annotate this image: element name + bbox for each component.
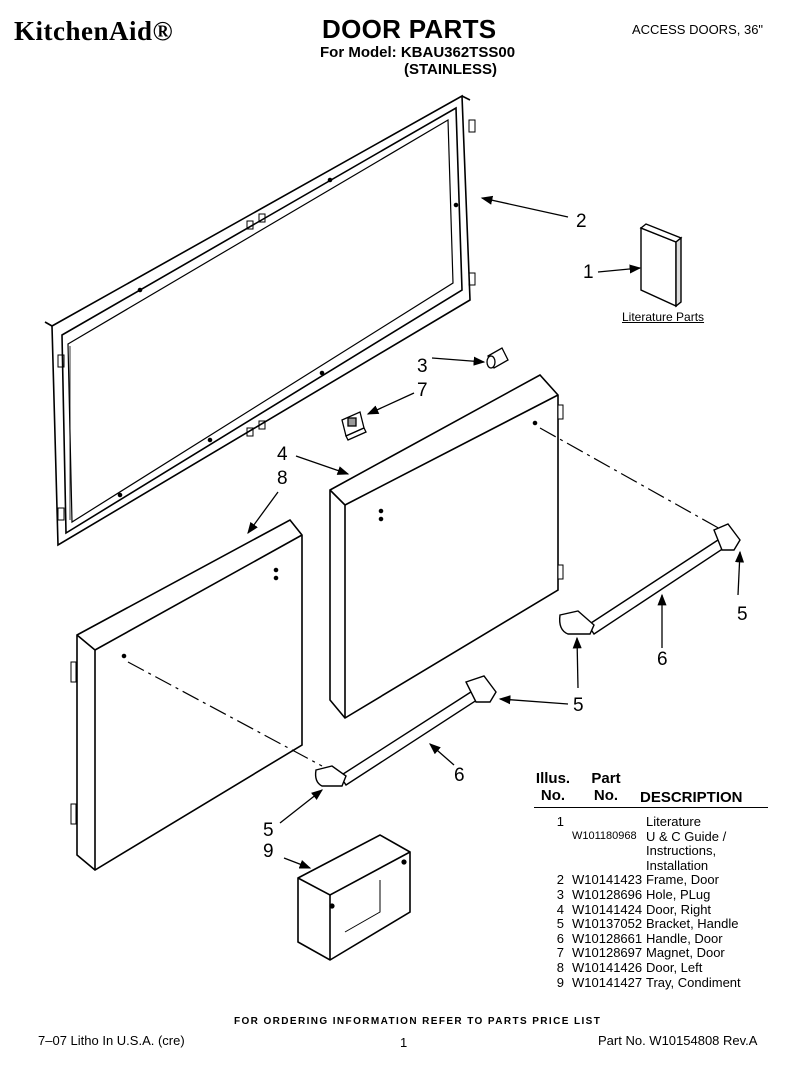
header-part-top: Part: [591, 770, 621, 787]
header-description: DESCRIPTION: [640, 789, 743, 806]
callout-arrows: [247, 195, 745, 869]
header-illus-no: Illus. No.: [534, 770, 572, 804]
part-no-cell: W10141427: [572, 974, 643, 990]
callout-1: 1: [583, 262, 594, 283]
part-no-cell: W10141423: [572, 872, 643, 888]
header-part-no: Part No.: [586, 770, 626, 804]
description-cell: Frame, Door: [646, 872, 719, 888]
literature-parts-label: Literature Parts: [622, 310, 705, 324]
description-cell: Handle, Door: [646, 930, 723, 946]
callout-3: 3: [417, 356, 428, 377]
left-handle-drawing: [314, 675, 497, 787]
description-cell: U & C Guide /: [646, 828, 727, 844]
installation-dash-lines: [127, 427, 723, 767]
right-door-drawing: [329, 373, 564, 720]
header-part-bottom: No.: [593, 787, 619, 804]
description-cell: Door, Left: [646, 960, 703, 975]
right-handle-drawing: [558, 523, 741, 635]
part-no-cell: W10128697: [572, 945, 643, 961]
illus-no-cell: 6: [556, 930, 564, 946]
part-no-cell: W10128661: [572, 930, 643, 946]
hole-plug-drawing: [486, 347, 509, 369]
description-cell: Hole, PLug: [646, 887, 711, 902]
callout-5-right-top: 5: [737, 604, 748, 625]
description-cell: Instructions,: [646, 843, 717, 859]
part-no-cell: W10137052: [572, 916, 643, 932]
illus-no-cell: 2: [556, 872, 564, 888]
page-title: DOOR PARTS: [322, 14, 497, 44]
finish-line: (STAINLESS): [404, 61, 498, 78]
part-no-cell: W10128696: [572, 887, 643, 902]
description-cell: Installation: [646, 857, 709, 873]
part-no-cell: W10141426: [572, 960, 643, 975]
illus-no-cell: 3: [556, 887, 564, 902]
callout-4: 4: [277, 444, 288, 465]
description-cell: Bracket, Handle: [646, 916, 739, 932]
model-line: For Model: KBAU362TSS00: [320, 44, 516, 61]
header-illus-bottom: No.: [540, 787, 566, 804]
callout-5-right-bottom: 5: [573, 695, 584, 716]
illus-no-cell: 4: [556, 901, 564, 917]
document-part-number: Part No. W10154808 Rev.A: [598, 1033, 758, 1048]
illus-no-cell: 9: [556, 974, 564, 990]
condiment-tray-drawing: [297, 834, 411, 961]
callout-6-left: 6: [454, 765, 465, 786]
callout-6-right: 6: [657, 649, 668, 670]
callout-7: 7: [417, 380, 428, 401]
description-cell: Literature: [646, 814, 701, 829]
part-no-cell: W10141424: [572, 901, 643, 917]
illus-no-cell: 8: [556, 960, 564, 975]
door-magnet-drawing: [341, 411, 367, 441]
illus-no-cell: 5: [556, 916, 564, 932]
illus-no-cell: 7: [556, 945, 564, 961]
part-no-cell: W101180968: [572, 829, 637, 842]
description-cell: Tray, Condiment: [646, 974, 741, 990]
callout-2: 2: [576, 211, 587, 232]
litho-line: 7–07 Litho In U.S.A. (cre): [38, 1033, 185, 1048]
description-cell: Magnet, Door: [646, 945, 725, 961]
callout-5-left: 5: [263, 820, 274, 841]
page-number: 1: [400, 1035, 408, 1050]
illus-no-cell: 1: [556, 814, 564, 829]
literature-booklet-drawing: [639, 223, 683, 308]
brand-logo: KitchenAid®: [14, 16, 174, 46]
header-rule: [534, 807, 768, 808]
description-cell: Door, Right: [646, 901, 712, 917]
section-label: ACCESS DOORS, 36": [632, 22, 764, 37]
header-illus-top: Illus.: [535, 770, 571, 787]
callout-9: 9: [263, 841, 274, 862]
callout-8: 8: [277, 468, 288, 489]
ordering-note: FOR ORDERING INFORMATION REFER TO PARTS …: [234, 1016, 602, 1027]
left-door-drawing: [70, 518, 303, 871]
door-frame-drawing: [44, 94, 476, 547]
